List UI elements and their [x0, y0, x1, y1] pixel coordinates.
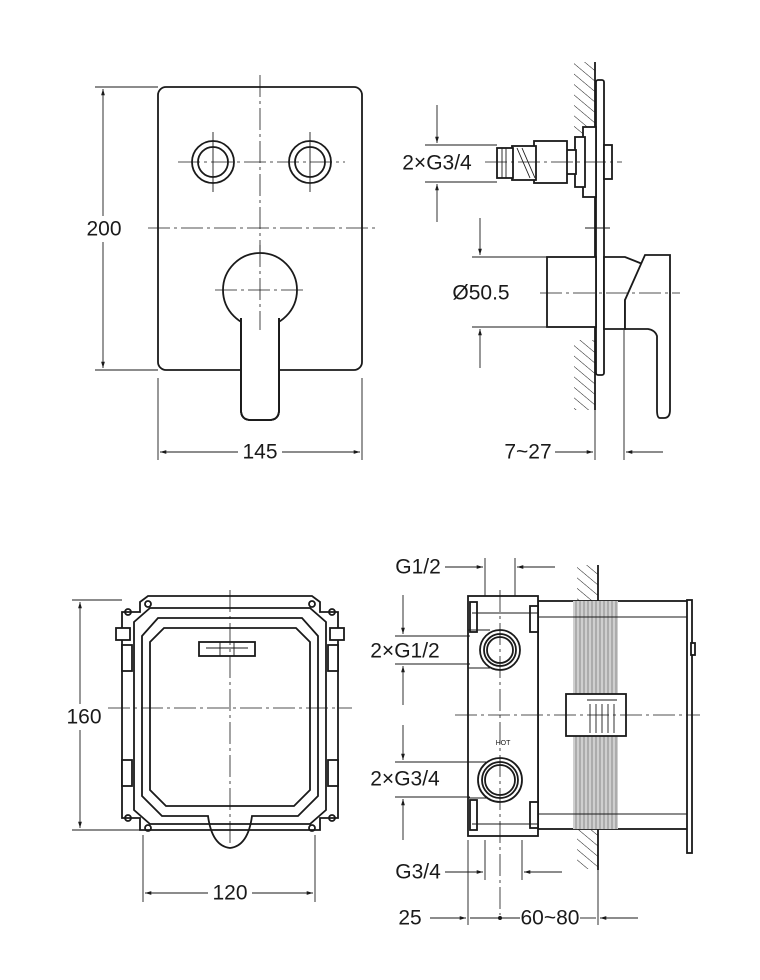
installation-depth-label: 60~80 — [521, 907, 580, 930]
sleeve-flange — [686, 599, 693, 854]
height-dimension-label: 200 — [86, 218, 121, 241]
width-dimension-label: 145 — [242, 441, 277, 464]
mounting-frame — [121, 595, 339, 831]
box-latch — [198, 641, 256, 657]
box-width-label: 120 — [212, 882, 247, 905]
cover-plate-edge — [595, 79, 605, 376]
side-view: 2×G3/4 Ø50.5 7~27 — [402, 62, 680, 464]
depth-range-label: 7~27 — [504, 441, 551, 464]
lower-ports-thread-label: 2×G3/4 — [370, 768, 440, 791]
box-side-view: HOT G1/2 2×G1/2 2×G3/4 G3/4 — [370, 556, 700, 930]
top-outlet-thread-label: G1/2 — [395, 556, 441, 579]
box-inner-outline — [141, 617, 319, 849]
front-view: 200 145 — [82, 75, 375, 466]
box-height-label: 160 — [66, 706, 101, 729]
valve-body — [546, 254, 671, 419]
upper-ports-thread-label: 2×G1/2 — [370, 640, 439, 663]
button-left — [191, 132, 235, 192]
hot-marker: HOT — [496, 740, 512, 747]
mixer-handle — [215, 245, 305, 421]
body-diameter-label: Ø50.5 — [452, 282, 509, 305]
bottom-outlet-thread-label: G3/4 — [395, 861, 441, 884]
button-right — [288, 132, 332, 192]
inlet-thread-label: 2×G3/4 — [402, 152, 472, 175]
offset-dimension-label: 25 — [398, 907, 421, 930]
box-front-view: 160 120 — [62, 590, 352, 907]
